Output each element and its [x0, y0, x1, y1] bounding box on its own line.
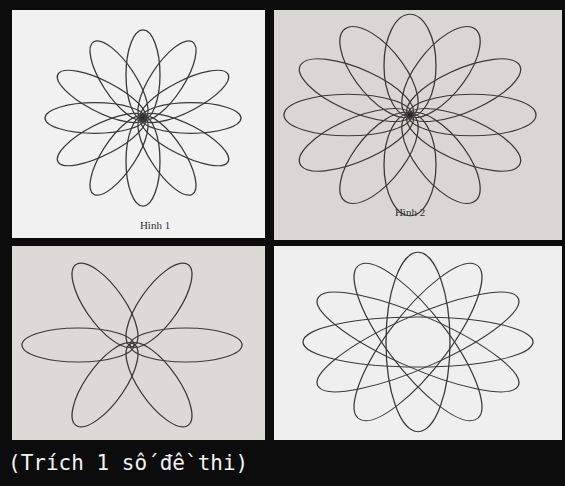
rose-figure-2 [284, 14, 536, 216]
panel [12, 10, 265, 238]
figure-label: Hình 2 [395, 206, 425, 218]
rose-figure-3 [22, 256, 242, 435]
rose-figure-4 [302, 252, 533, 432]
caption: (Trích 1 số đề thi) [8, 451, 248, 475]
panel [274, 10, 562, 240]
panel [12, 246, 265, 440]
rose-figure-1 [45, 30, 241, 206]
panel [274, 246, 562, 440]
figure-label: Hình 1 [140, 219, 170, 231]
